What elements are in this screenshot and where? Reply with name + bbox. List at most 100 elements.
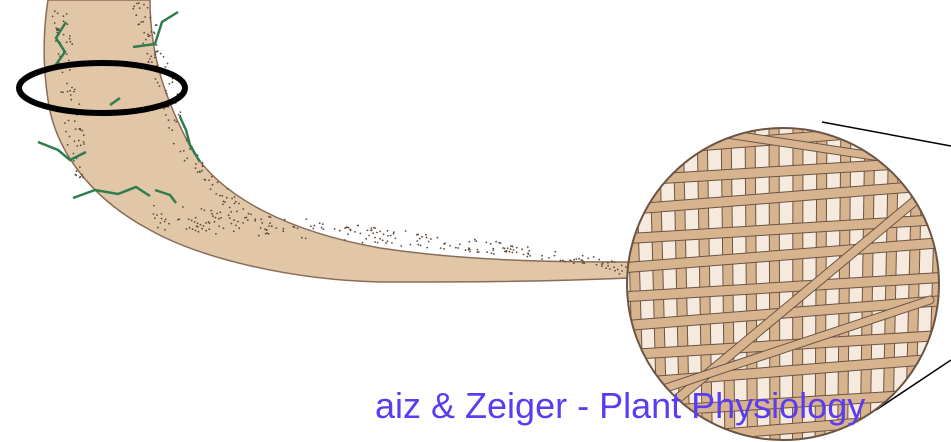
stipple-dot: [57, 12, 59, 14]
stipple-dot: [417, 234, 419, 236]
stipple-dot: [74, 120, 76, 122]
stipple-dot: [197, 171, 199, 173]
stipple-dot: [145, 39, 147, 41]
stipple-dot: [560, 260, 562, 262]
stipple-dot: [617, 269, 619, 271]
stipple-dot: [215, 217, 217, 219]
stipple-dot: [371, 227, 373, 229]
stipple-dot: [180, 111, 182, 113]
stipple-dot: [79, 128, 81, 130]
stipple-dot: [224, 201, 226, 203]
stipple-dot: [261, 222, 263, 224]
stipple-dot: [184, 160, 186, 162]
stipple-dot: [78, 140, 80, 142]
stipple-dot: [234, 196, 236, 198]
stipple-dot: [159, 85, 161, 87]
stipple-dot: [614, 270, 616, 272]
stipple-dot: [410, 244, 412, 246]
stipple-dot: [516, 251, 518, 253]
stipple-dot: [602, 263, 604, 265]
stipple-dot: [469, 249, 471, 251]
stipple-dot: [168, 119, 170, 121]
stipple-dot: [60, 91, 62, 93]
stipple-dot: [201, 228, 203, 230]
stipple-dot: [174, 119, 176, 121]
stipple-dot: [254, 218, 256, 220]
stipple-dot: [348, 227, 350, 229]
stipple-dot: [149, 17, 151, 19]
stipple-dot: [79, 166, 81, 168]
stipple-dot: [370, 229, 372, 231]
stipple-dot: [133, 5, 135, 7]
stipple-dot: [138, 2, 140, 4]
stipple-dot: [598, 259, 600, 261]
stipple-dot: [420, 245, 422, 247]
stipple-dot: [395, 238, 397, 240]
stipple-dot: [509, 251, 511, 253]
stipple-dot: [512, 252, 514, 254]
stipple-dot: [235, 225, 237, 227]
stipple-dot: [564, 261, 566, 263]
stipple-dot: [58, 53, 60, 55]
stipple-dot: [180, 151, 182, 153]
stipple-dot: [188, 218, 190, 220]
stipple-dot: [529, 255, 531, 257]
stipple-dot: [575, 258, 577, 260]
stipple-dot: [305, 218, 307, 220]
stipple-dot: [430, 238, 432, 240]
stipple-dot: [457, 247, 459, 249]
stipple-dot: [62, 72, 64, 74]
stipple-dot: [334, 228, 336, 230]
stipple-dot: [379, 238, 381, 240]
stipple-dot: [195, 167, 197, 169]
stipple-dot: [164, 221, 166, 223]
stipple-dot: [382, 239, 384, 241]
stipple-dot: [233, 219, 235, 221]
stipple-dot: [214, 221, 216, 223]
stipple-dot: [82, 177, 84, 179]
stipple-dot: [528, 250, 530, 252]
stipple-dot: [208, 228, 210, 230]
stipple-dot: [505, 251, 507, 253]
stipple-dot: [153, 213, 155, 215]
stipple-dot: [365, 238, 367, 240]
stipple-dot: [485, 242, 487, 244]
stipple-dot: [490, 243, 492, 245]
stipple-dot: [619, 273, 621, 275]
stipple-dot: [548, 257, 550, 259]
stipple-dot: [160, 222, 162, 224]
stipple-dot: [474, 239, 476, 241]
stipple-dot: [223, 227, 225, 229]
stipple-dot: [504, 248, 506, 250]
stipple-dot: [165, 114, 167, 116]
stipple-dot: [167, 63, 169, 65]
stipple-dot: [516, 247, 518, 249]
stipple-dot: [217, 182, 219, 184]
stipple-dot: [421, 236, 423, 238]
stipple-dot: [147, 7, 149, 9]
stipple-dot: [387, 240, 389, 242]
stipple-dot: [469, 241, 471, 243]
stipple-dot: [607, 262, 609, 264]
stipple-dot: [391, 242, 393, 244]
stipple-dot: [297, 227, 299, 229]
stipple-dot: [521, 248, 523, 250]
stipple-dot: [510, 248, 512, 250]
stipple-dot: [419, 238, 421, 240]
stipple-dot: [73, 160, 75, 162]
stipple-dot: [379, 231, 381, 233]
stipple-dot: [195, 230, 197, 232]
stipple-dot: [73, 153, 75, 155]
stipple-dot: [242, 208, 244, 210]
stipple-dot: [75, 174, 77, 176]
stipple-dot: [195, 163, 197, 165]
stipple-dot: [270, 216, 272, 218]
stipple-dot: [150, 31, 152, 33]
stipple-dot: [344, 227, 346, 229]
stipple-dot: [75, 128, 77, 130]
stipple-dot: [465, 249, 467, 251]
stipple-dot: [63, 15, 65, 17]
stipple-dot: [527, 246, 529, 248]
stipple-dot: [160, 53, 162, 55]
stipple-dot: [197, 226, 199, 228]
